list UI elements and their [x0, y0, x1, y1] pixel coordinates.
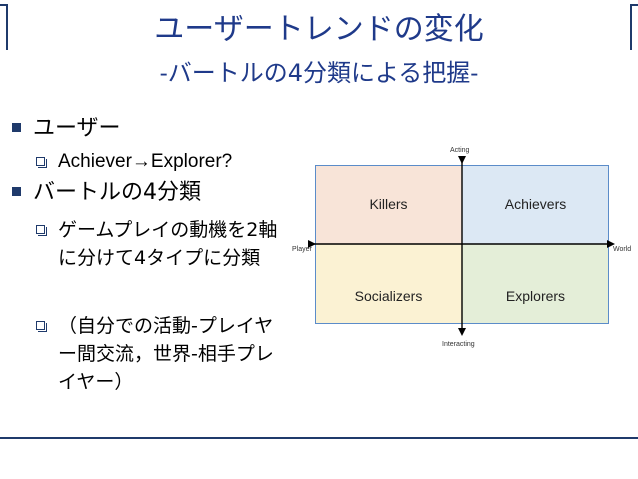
sub-bullet-text: Achiever→Explorer?: [58, 151, 233, 172]
subtitle-suffix: -: [470, 59, 479, 87]
bullet-text: バートルの4分類: [33, 180, 201, 205]
quadrant-socializers: [315, 244, 462, 324]
title-bracket-right: [630, 4, 638, 50]
bartle-diagram: Killers Achievers Socializers Explorers …: [290, 140, 635, 355]
axis-label-acting: Acting: [450, 147, 470, 154]
subtitle-prefix: -: [159, 59, 168, 87]
diagram-axes: [308, 156, 615, 336]
bullet-text: ユーザー: [33, 116, 121, 141]
slide-subtitle: -バートルの4分類による把握-: [0, 54, 638, 92]
sub-bullet-achiever-explorer: Achiever→Explorer?: [36, 148, 296, 176]
hollow-square-bullet-icon: [36, 225, 47, 236]
bullet-users: ユーザー: [12, 114, 121, 144]
bottom-rule: [0, 437, 638, 439]
quadrant-explorers: [462, 244, 609, 324]
sub-bullet-axes: （自分での活動-プレイヤー間交流，世界-相手プレイヤー）: [36, 312, 284, 396]
sub-bullet-motivation: ゲームプレイの動機を2軸に分けて4タイプに分類: [36, 216, 284, 272]
label-socializers: Socializers: [354, 288, 423, 304]
axis-label-interacting: Interacting: [442, 341, 475, 348]
square-bullet-icon: [12, 187, 21, 196]
slide-title: ユーザートレンドの変化: [154, 12, 484, 47]
hollow-square-bullet-icon: [36, 321, 47, 332]
axis-label-world: World: [613, 246, 632, 253]
title-bracket-left: [0, 4, 8, 50]
hollow-square-bullet-icon: [36, 157, 47, 168]
quadrant-achievers: [462, 165, 609, 244]
square-bullet-icon: [12, 123, 21, 132]
subtitle-main: バートルの4分類による把握: [167, 59, 471, 87]
quadrant-killers: [315, 165, 462, 244]
label-killers: Killers: [369, 196, 408, 212]
axis-label-player: Player: [292, 246, 312, 253]
bullet-bartle: バートルの4分類: [12, 178, 201, 208]
label-explorers: Explorers: [505, 288, 566, 304]
sub-bullet-text: （自分での活動-プレイヤー間交流，世界-相手プレイヤー）: [58, 315, 274, 393]
sub-bullet-text: ゲームプレイの動機を2軸に分けて4タイプに分類: [58, 219, 278, 269]
label-achievers: Achievers: [504, 196, 567, 212]
